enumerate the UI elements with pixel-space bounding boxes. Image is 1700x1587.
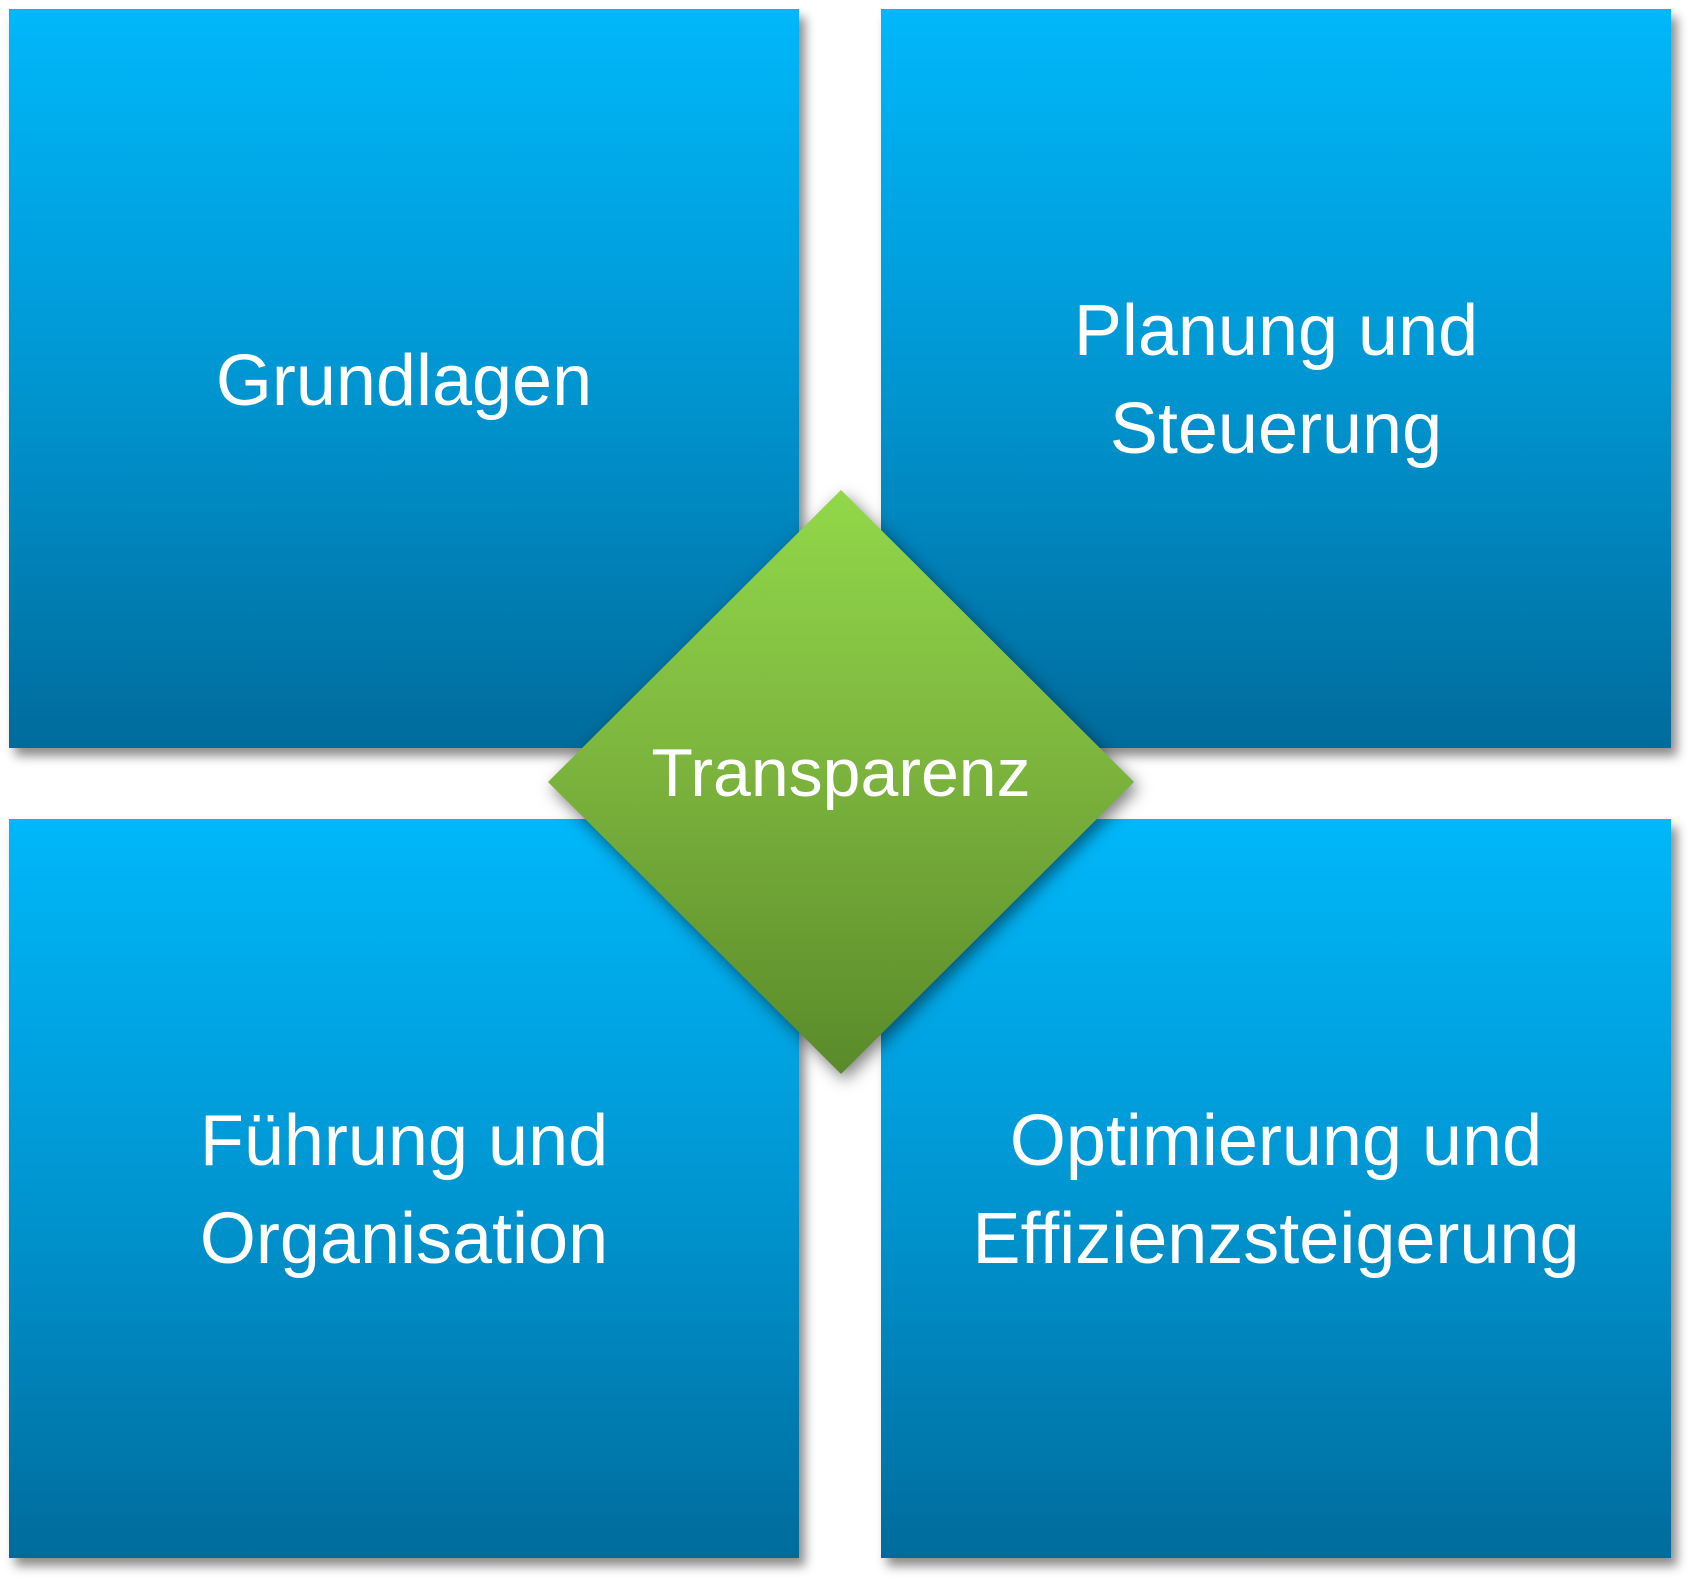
center-label: Transparenz [651, 735, 1031, 811]
quadrant-planung-steuerung [881, 9, 1671, 748]
quadrant-label-planung-line2: Steuerung [1109, 389, 1443, 469]
quadrant-label-optimierung-line2: Effizienzsteigerung [972, 1199, 1580, 1279]
quadrant-grundlagen [9, 9, 799, 748]
quadrant-label-planung-line1: Planung und [1073, 291, 1479, 371]
center-diamond [548, 490, 1134, 1074]
quadrant-label-grundlagen: Grundlagen [215, 341, 593, 421]
quadrant-label-fuehrung-line1: Führung und [199, 1101, 609, 1181]
quadrant-label-fuehrung-line2: Organisation [199, 1199, 609, 1279]
quadrant-label-optimierung-line1: Optimierung und [1009, 1101, 1543, 1181]
quadrant-optimierung-effizienz [881, 819, 1671, 1558]
quadrant-fuehrung-organisation [9, 819, 799, 1558]
